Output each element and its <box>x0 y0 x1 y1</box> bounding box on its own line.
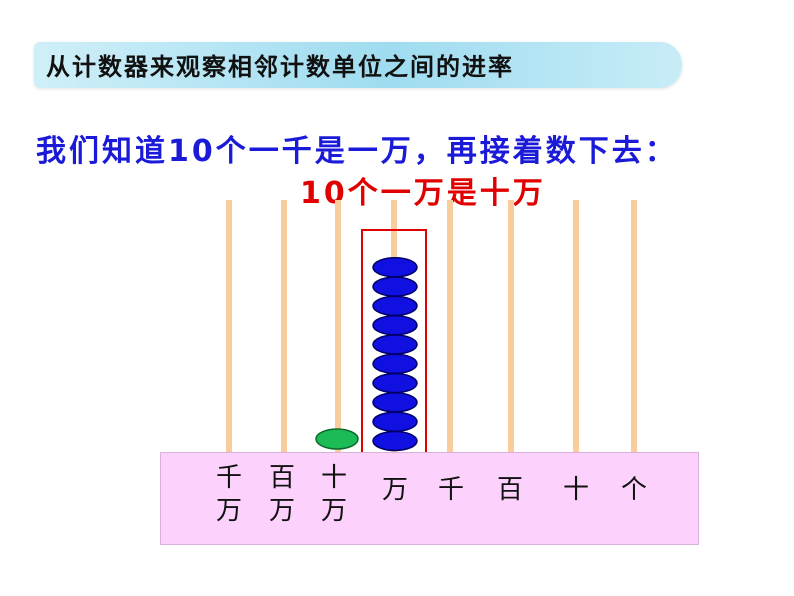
rod-shiwan <box>335 200 341 452</box>
bead-wan <box>372 295 418 317</box>
rod-bai <box>508 200 514 452</box>
bead-shiwan <box>315 428 359 450</box>
abacus-rods <box>226 200 637 452</box>
bead-wan <box>372 430 418 452</box>
label-qian: 千 <box>437 475 464 505</box>
label-wan: 万 <box>381 475 408 505</box>
label-ge: 个 <box>620 475 647 505</box>
rod-ge <box>631 200 637 452</box>
label-shi: 十 <box>562 475 589 505</box>
bead-stack-wan <box>372 257 418 452</box>
label-qianwan: 千 万 <box>215 463 242 526</box>
rod-qianwan <box>226 200 232 452</box>
bead-wan <box>372 314 418 336</box>
title-banner <box>34 42 682 88</box>
bead-wan <box>372 257 418 278</box>
bead-wan <box>372 353 418 375</box>
bead-wan <box>372 372 418 394</box>
statement-text: 我们知道10个一千是一万，再接着数下去： <box>36 134 678 169</box>
bead-wan <box>372 411 418 432</box>
bead-wan <box>372 334 418 355</box>
label-baiwan: 百 万 <box>268 463 295 526</box>
place-value-board <box>160 452 699 545</box>
rod-shi <box>573 200 579 452</box>
slide-title: 从计数器来观察相邻计数单位之间的进率 <box>46 53 514 81</box>
label-bai: 百 <box>496 475 523 505</box>
rod-qian <box>447 200 453 452</box>
label-shiwan: 十 万 <box>320 463 347 526</box>
rod-baiwan <box>281 200 287 452</box>
bead-wan <box>372 392 418 413</box>
bead-wan <box>372 276 418 297</box>
